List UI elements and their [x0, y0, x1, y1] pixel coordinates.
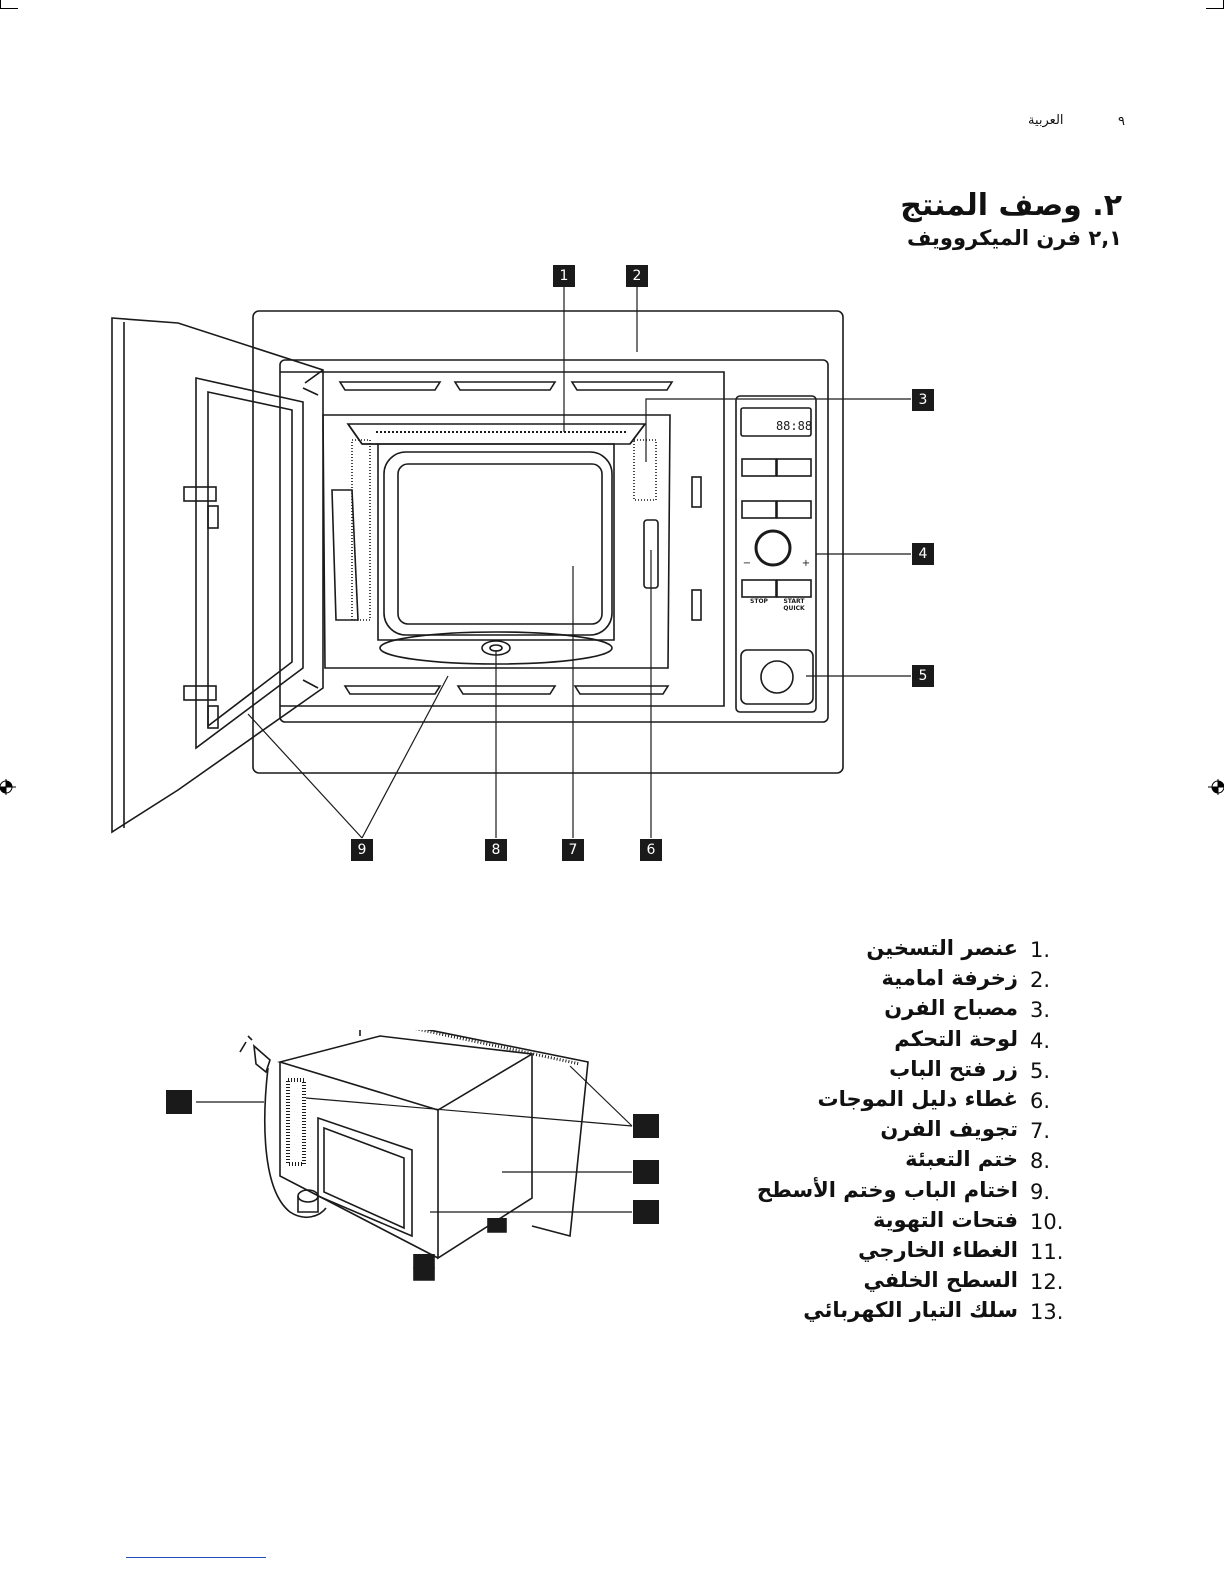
open-door [111, 317, 324, 834]
list-item-label: السطح الخلفي [863, 1268, 1018, 1293]
plus-label: + [802, 558, 810, 569]
list-item-number: 6. [1030, 1088, 1051, 1113]
list-item-label: تجويف الفرن [880, 1117, 1018, 1142]
quick-label: QUICK [783, 605, 805, 612]
list-item: 6. غطاء دليل الموجات [700, 1087, 1080, 1117]
list-item: 13. سلك التيار الكهربائي [700, 1298, 1080, 1328]
list-item: 4. لوحة التحكم [700, 1027, 1080, 1057]
side-vent-left [351, 439, 371, 621]
callout-power-cord [166, 1090, 192, 1114]
plug [252, 1044, 271, 1074]
door-release-button [760, 660, 794, 694]
page-number: ٩ [1118, 114, 1125, 129]
callout-4: 4 [912, 543, 934, 565]
list-item-number: 9. [1030, 1179, 1051, 1204]
control-display [740, 407, 812, 437]
callout-5: 5 [912, 665, 934, 687]
parts-list: 1. عنصر التسخين 2. زخرفة امامية 3. مصباح ال… [700, 936, 1080, 1328]
vent-openings [286, 1078, 306, 1166]
rear-panel [317, 1116, 413, 1238]
start-label: START [783, 598, 805, 605]
power-cord [264, 1067, 327, 1219]
list-item-number: 11. [1030, 1239, 1064, 1264]
list-item-number: 4. [1030, 1028, 1051, 1053]
callout-6: 6 [640, 839, 662, 861]
control-panel [735, 395, 817, 713]
microwave-front-diagram: 88:88 STOP START QUICK − + [111, 287, 911, 839]
registration-mark-right [1208, 779, 1224, 795]
cavity-back-panel [383, 451, 613, 636]
footer-rule [126, 1557, 266, 1558]
list-item: 3. مصباح الفرن [700, 996, 1080, 1026]
list-item-label: الغطاء الخارجي [858, 1237, 1018, 1262]
list-item: 5. زر فتح الباب [700, 1057, 1080, 1087]
page-language-label: العربية [1028, 113, 1064, 128]
list-item: 8. ختم التعبئة [700, 1147, 1080, 1177]
callout-vents [633, 1114, 659, 1138]
vent-slots-top [338, 381, 674, 391]
callout-8: 8 [485, 839, 507, 861]
crop-mark-top-right-h [1206, 8, 1224, 9]
list-item-label: زر فتح الباب [889, 1056, 1018, 1081]
list-item: 9. اختام الباب وختم الأسطح [700, 1178, 1080, 1208]
callout-9: 9 [351, 839, 373, 861]
list-item-label: ختم التعبئة [905, 1147, 1018, 1172]
list-item: 11. الغطاء الخارجي [700, 1238, 1080, 1268]
minus-label: − [743, 558, 751, 569]
outer-cover-side [437, 1054, 533, 1260]
list-item: 10. فتحات التهوية [700, 1208, 1080, 1238]
list-item-label: زخرفة امامية [881, 966, 1018, 991]
list-item-number: 13. [1030, 1300, 1064, 1325]
list-item-label: لوحة التحكم [894, 1026, 1018, 1051]
leader-lines [247, 287, 911, 839]
front-trim [252, 310, 844, 774]
list-item-number: 10. [1030, 1209, 1064, 1234]
section-title: ٢. وصف المنتج [900, 188, 1122, 223]
callout-outer-cover [633, 1160, 659, 1184]
lamp-vent [633, 439, 657, 501]
list-item-label: غطاء دليل الموجات [817, 1086, 1018, 1111]
list-item: 2. زخرفة امامية [700, 966, 1080, 996]
list-item-number: 12. [1030, 1270, 1064, 1295]
list-item-label: سلك التيار الكهربائي [803, 1298, 1018, 1323]
crop-mark-top-left-h [0, 8, 18, 9]
control-dial [754, 529, 792, 567]
list-item-number: 1. [1030, 938, 1051, 962]
callout-rear-panel [633, 1200, 659, 1224]
microwave-rear-diagram [196, 1030, 633, 1281]
list-item-label: اختام الباب وختم الأسطح [756, 1177, 1018, 1202]
registration-mark-left [0, 779, 16, 795]
list-item-number: 2. [1030, 968, 1051, 993]
crop-mark-top-left [0, 0, 1, 8]
callout-3: 3 [912, 389, 934, 411]
list-item: 1. عنصر التسخين [700, 936, 1080, 966]
vent-slots-bottom [343, 685, 670, 695]
oven-cavity-outline [322, 414, 671, 669]
list-item-number: 8. [1030, 1149, 1051, 1174]
list-item-label: مصباح الفرن [884, 996, 1018, 1021]
list-item: 7. تجويف الفرن [700, 1117, 1080, 1147]
callout-2: 2 [626, 265, 648, 287]
stop-label: STOP [750, 598, 769, 605]
callout-7: 7 [562, 839, 584, 861]
list-item-number: 5. [1030, 1058, 1051, 1083]
list-item-label: فتحات التهوية [872, 1207, 1018, 1232]
callout-1: 1 [553, 265, 575, 287]
section-subtitle: ٢,١ فرن الميكروويف [907, 226, 1122, 250]
list-item-number: 3. [1030, 998, 1051, 1023]
list-item-label: عنصر التسخين [866, 936, 1018, 960]
list-item: 12. السطح الخلفي [700, 1268, 1080, 1298]
display-digits: 88:88 [776, 419, 812, 433]
list-item-number: 7. [1030, 1119, 1051, 1144]
